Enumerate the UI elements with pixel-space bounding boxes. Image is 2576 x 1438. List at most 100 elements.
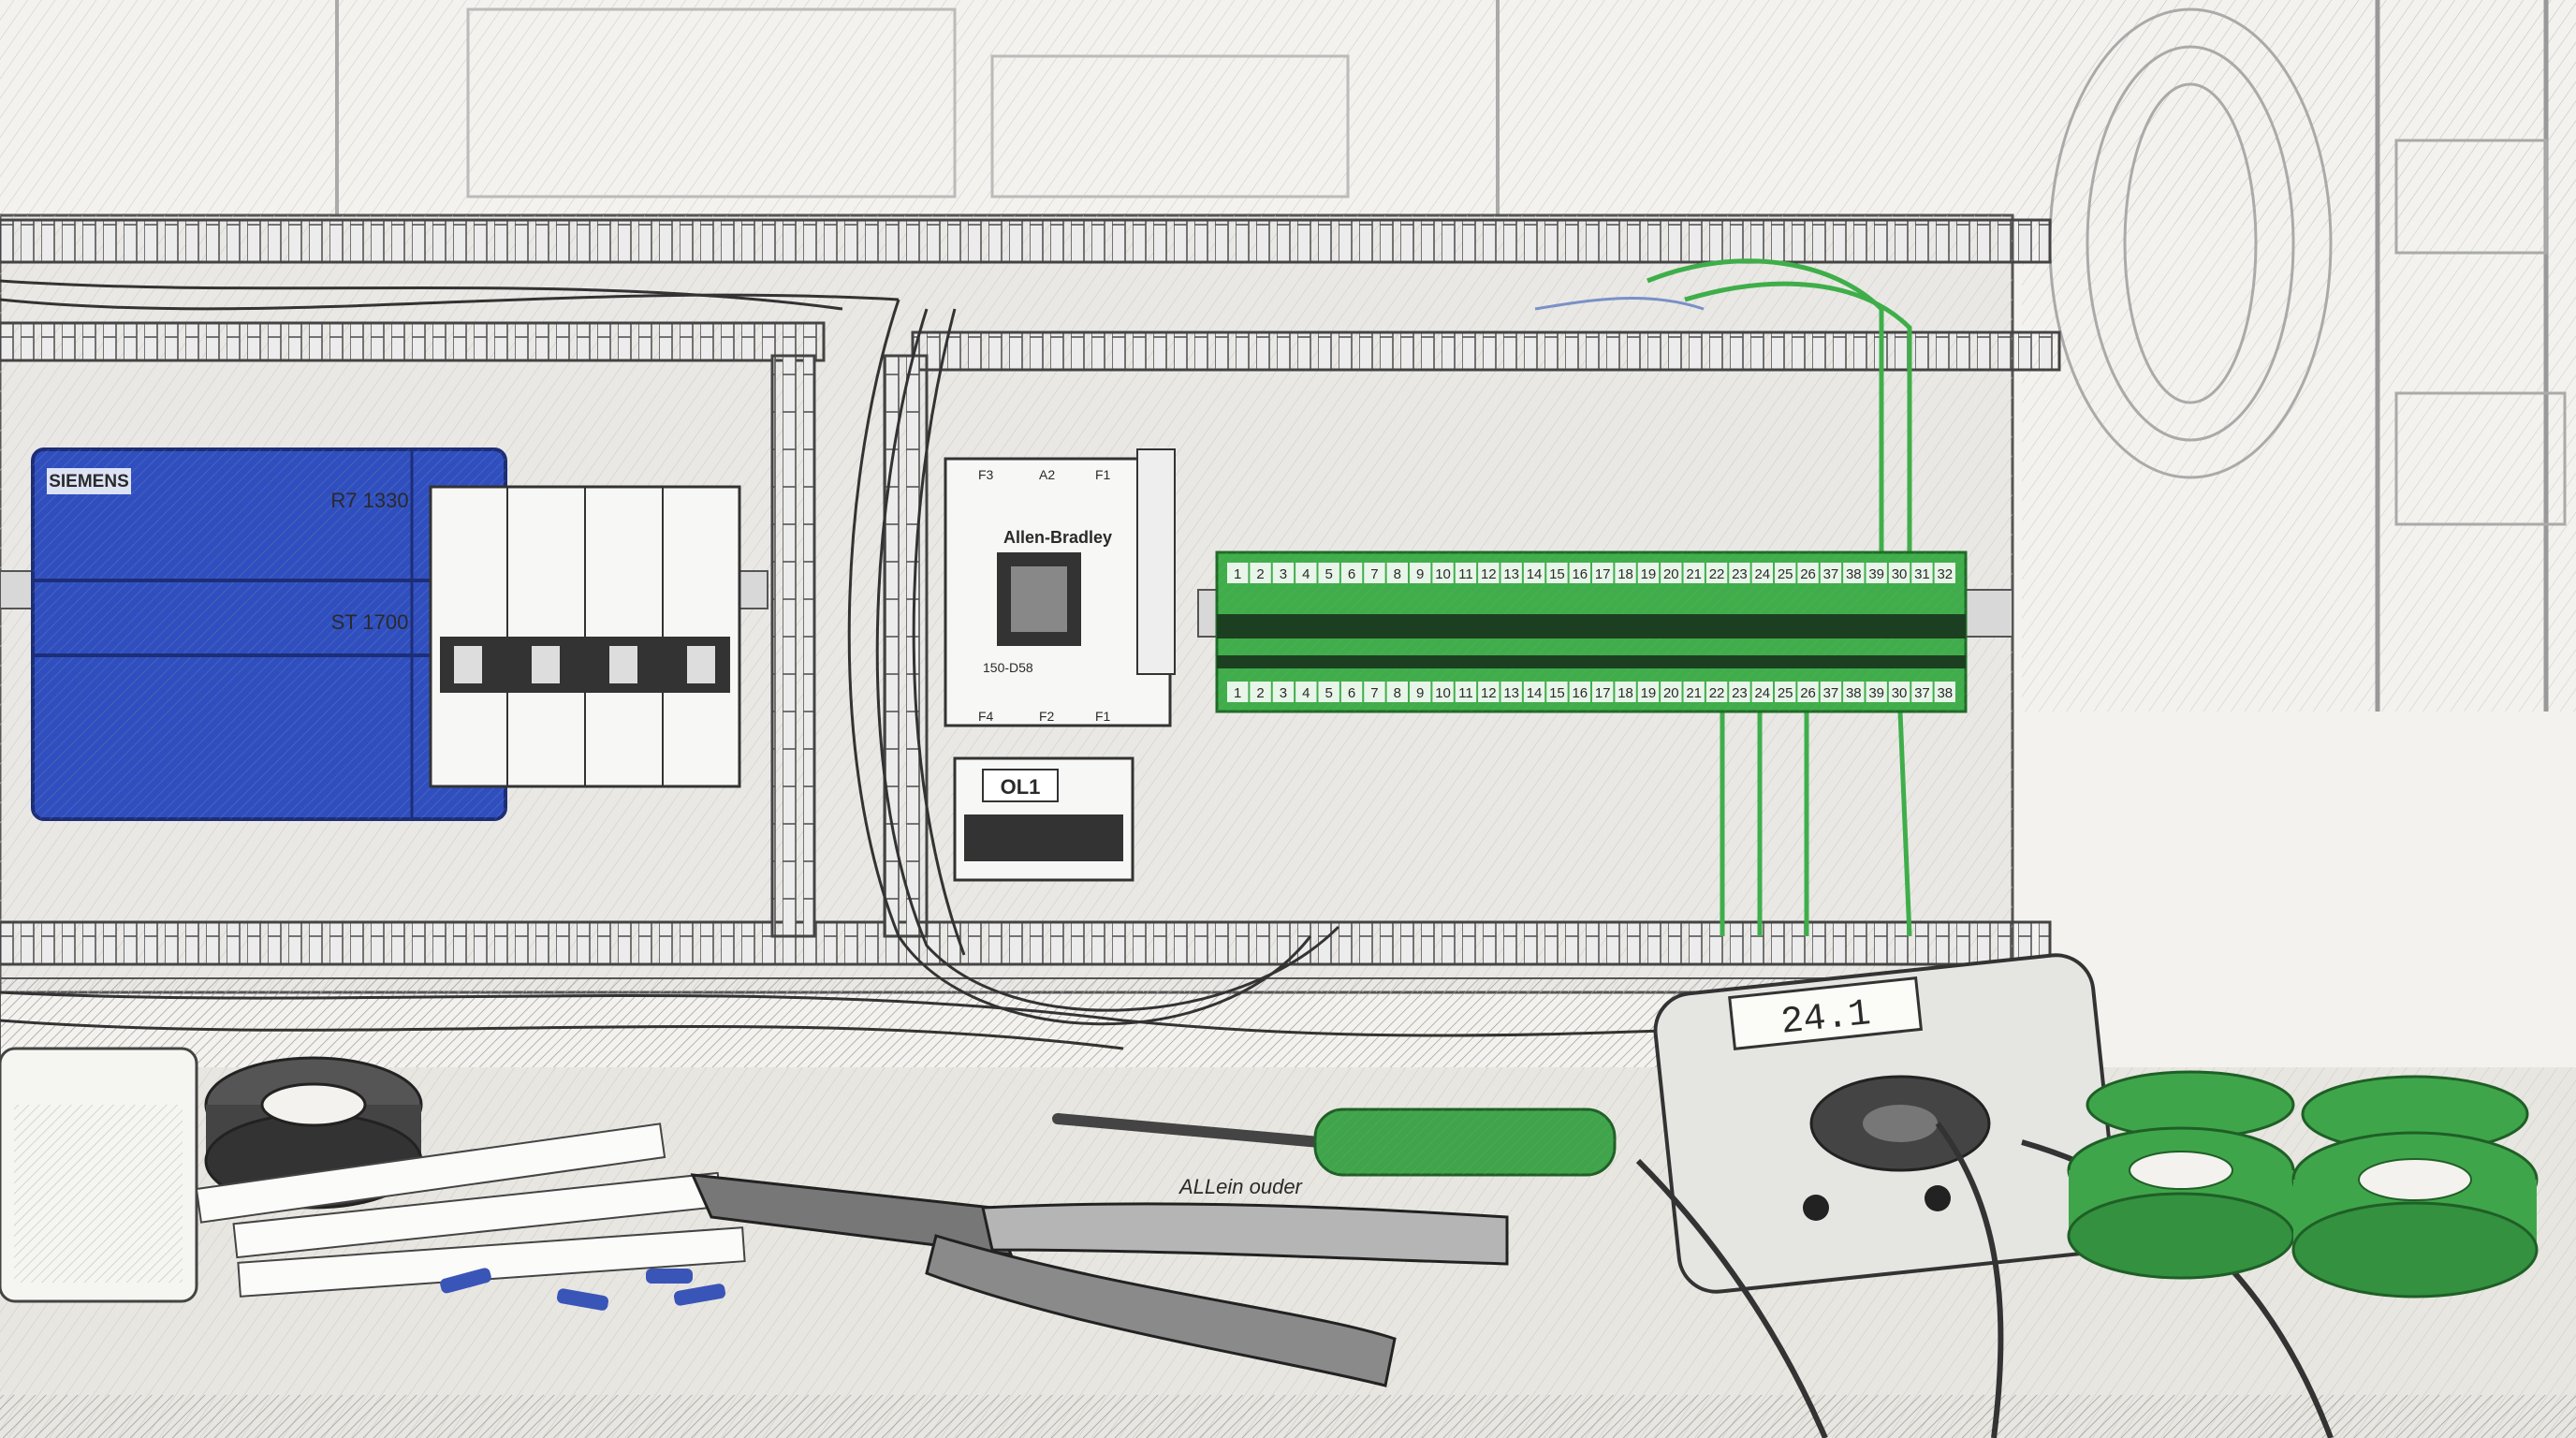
terminal-number: 7 bbox=[1370, 566, 1378, 582]
terminal-number: 9 bbox=[1416, 566, 1424, 582]
terminal-number: 8 bbox=[1394, 566, 1401, 582]
terminal-number: 3 bbox=[1280, 566, 1287, 582]
terminal-number: 13 bbox=[1503, 566, 1519, 582]
terminal-marker bbox=[1797, 682, 1819, 702]
terminal-marker bbox=[1432, 682, 1454, 702]
terminal-number: 25 bbox=[1778, 566, 1793, 582]
terminal-number: 15 bbox=[1549, 685, 1565, 701]
terminal-number: 25 bbox=[1778, 685, 1793, 701]
terminal-number: 39 bbox=[1868, 566, 1884, 582]
terminal-marker bbox=[1295, 682, 1317, 702]
terminal-marker bbox=[1820, 563, 1842, 583]
terminal-number: 1 bbox=[1234, 685, 1241, 701]
terminal-marker bbox=[1250, 563, 1271, 583]
terminal-marker bbox=[1843, 563, 1865, 583]
terminal-number: 9 bbox=[1416, 685, 1424, 701]
terminal-marker bbox=[1272, 563, 1295, 583]
contactor-top-terminal: F1 bbox=[1095, 467, 1111, 482]
terminal-marker bbox=[1729, 563, 1750, 583]
terminal-number: 37 bbox=[1914, 685, 1930, 701]
terminal-marker bbox=[1683, 563, 1705, 583]
terminal-number: 3 bbox=[1280, 685, 1287, 701]
wire-ferrules bbox=[440, 1268, 726, 1311]
terminal-number: 38 bbox=[1846, 685, 1862, 701]
terminal-number: 11 bbox=[1458, 685, 1473, 701]
terminal-marker bbox=[1751, 563, 1773, 583]
terminal-marker bbox=[1934, 682, 1955, 702]
terminal-number: 21 bbox=[1686, 566, 1702, 582]
terminal-marker bbox=[1705, 563, 1728, 583]
green-screwdriver bbox=[1052, 1108, 1617, 1177]
terminal-number: 37 bbox=[1823, 566, 1839, 582]
terminal-marker bbox=[1775, 682, 1796, 702]
terminal-marker bbox=[1410, 682, 1431, 702]
terminal-marker bbox=[1866, 563, 1887, 583]
terminal-number: 2 bbox=[1256, 566, 1264, 582]
plc-series: ST 1700 bbox=[331, 610, 409, 634]
terminal-number: 10 bbox=[1435, 566, 1451, 582]
multimeter: 24.1 bbox=[1653, 953, 2119, 1294]
terminal-number: 30 bbox=[1892, 685, 1908, 701]
terminal-marker bbox=[1866, 682, 1887, 702]
terminal-marker bbox=[1295, 563, 1317, 583]
terminal-number: 24 bbox=[1754, 685, 1770, 701]
terminal-marker bbox=[1432, 563, 1454, 583]
wire-duct-vertical bbox=[770, 354, 929, 938]
terminal-marker bbox=[1227, 563, 1249, 583]
terminal-marker bbox=[1843, 682, 1865, 702]
terminal-number: 10 bbox=[1435, 685, 1451, 701]
terminal-number: 6 bbox=[1348, 566, 1355, 582]
plc-model-line: R7 1330 bbox=[330, 489, 408, 512]
terminal-marker bbox=[1661, 563, 1682, 583]
plc-brand: SIEMENS bbox=[49, 472, 129, 492]
terminal-marker bbox=[1637, 563, 1660, 583]
terminal-marker bbox=[1478, 682, 1500, 702]
terminal-number: 23 bbox=[1732, 685, 1748, 701]
terminal-number: 12 bbox=[1481, 566, 1497, 582]
terminal-number: 20 bbox=[1663, 685, 1679, 701]
multimeter-display bbox=[1728, 976, 1924, 1050]
contactor-brand: Allen-Bradley bbox=[1003, 528, 1112, 547]
terminal-marker bbox=[1318, 563, 1339, 583]
terminal-number: 19 bbox=[1641, 685, 1657, 701]
terminal-number: 15 bbox=[1549, 566, 1565, 582]
terminal-marker bbox=[1751, 682, 1773, 702]
terminal-number: 23 bbox=[1732, 566, 1748, 582]
terminal-marker bbox=[1523, 563, 1545, 583]
terminal-number: 18 bbox=[1617, 685, 1633, 701]
parts-box bbox=[0, 1047, 198, 1303]
label-strips bbox=[195, 1123, 746, 1298]
terminal-number: 11 bbox=[1458, 566, 1473, 582]
screwdriver-text: ALLein ouder bbox=[1178, 1175, 1304, 1198]
green-tape-rolls bbox=[2067, 1070, 2539, 1299]
multimeter-reading: 24.1 bbox=[1779, 993, 1873, 1045]
terminal-marker bbox=[1227, 682, 1249, 702]
contactor-bottom-terminal: F4 bbox=[978, 709, 994, 724]
terminal-marker bbox=[1318, 682, 1339, 702]
terminal-number: 38 bbox=[1937, 685, 1953, 701]
terminal-marker bbox=[1569, 682, 1590, 702]
terminal-number: 5 bbox=[1325, 685, 1333, 701]
terminal-number: 17 bbox=[1595, 566, 1611, 582]
terminal-marker bbox=[1500, 563, 1522, 583]
terminal-marker bbox=[1523, 682, 1545, 702]
terminal-marker bbox=[1500, 682, 1522, 702]
contactor-bottom-terminal: F1 bbox=[1095, 709, 1111, 724]
terminal-marker bbox=[1637, 682, 1660, 702]
terminal-marker bbox=[1592, 563, 1614, 583]
terminal-number: 39 bbox=[1868, 685, 1884, 701]
terminal-number: 14 bbox=[1527, 566, 1543, 582]
terminal-number: 12 bbox=[1481, 685, 1497, 701]
terminal-marker bbox=[1615, 563, 1636, 583]
terminal-number: 14 bbox=[1527, 685, 1543, 701]
terminal-number: 18 bbox=[1617, 566, 1633, 582]
terminal-number: 20 bbox=[1663, 566, 1679, 582]
contactor: F3 A2 F1 Allen-Bradley 150-D58 F4 F2 F1 bbox=[944, 448, 1176, 727]
terminal-number: 30 bbox=[1892, 566, 1908, 582]
terminal-number: 13 bbox=[1503, 685, 1519, 701]
terminal-marker bbox=[1888, 682, 1910, 702]
terminal-marker bbox=[1546, 563, 1568, 583]
